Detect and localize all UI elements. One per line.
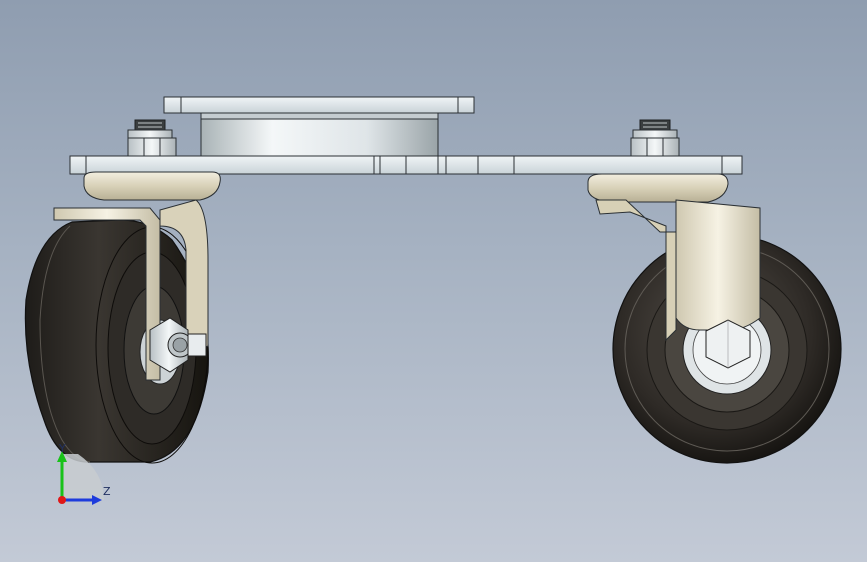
left-bolt-nut[interactable] [127, 119, 177, 157]
right-swivel-housing [587, 173, 729, 203]
y-axis-label: Y [59, 442, 66, 455]
left-fork-bracket [53, 207, 161, 381]
left-caster[interactable] [24, 171, 221, 464]
right-fork-bracket [675, 199, 761, 331]
right-caster[interactable] [587, 173, 842, 464]
left-swivel-housing [83, 171, 221, 201]
left-axle-nut [149, 317, 207, 373]
center-hub[interactable] [200, 112, 439, 157]
right-bolt-nut[interactable] [630, 119, 680, 157]
z-axis-label: Z [103, 485, 111, 498]
top-plate[interactable] [163, 96, 475, 114]
x-axis-dot [58, 496, 66, 504]
triad-icon [57, 451, 104, 505]
coordinate-triad[interactable]: Y Z [48, 438, 118, 508]
base-bar[interactable] [69, 155, 743, 175]
